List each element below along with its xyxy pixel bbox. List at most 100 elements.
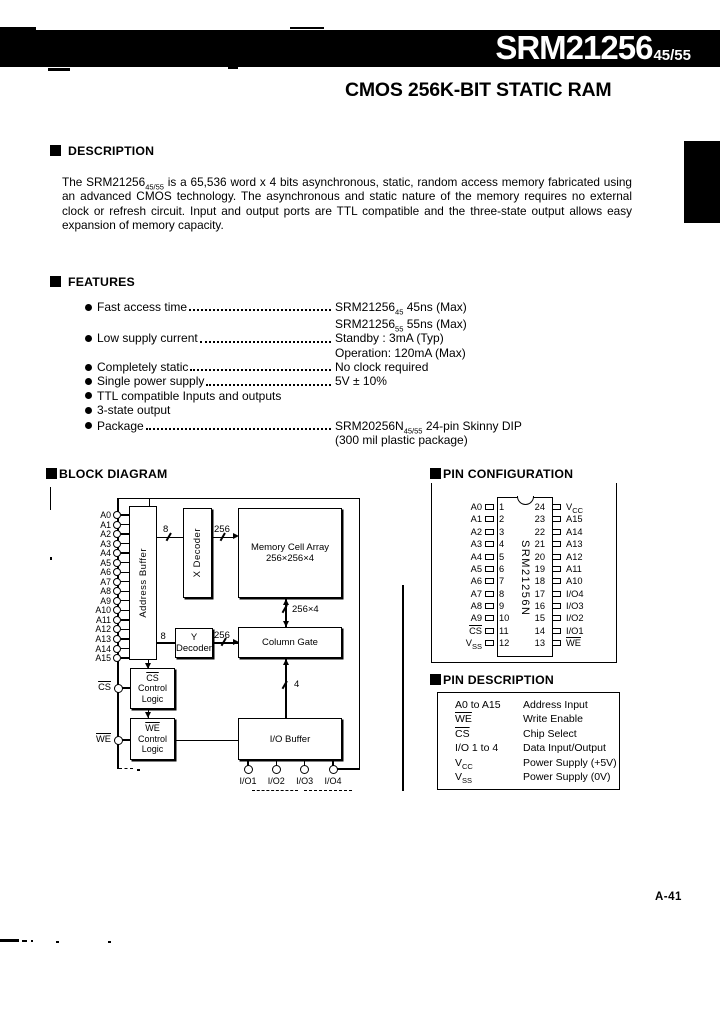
diagram-line bbox=[332, 760, 334, 766]
pin-circle-icon bbox=[113, 596, 121, 605]
pin-pad-icon bbox=[552, 627, 561, 634]
dotted-leader bbox=[206, 374, 331, 386]
cs-pin-label: CS bbox=[98, 682, 111, 692]
scan-mark bbox=[30, 940, 33, 942]
pin-pad-icon bbox=[485, 541, 494, 548]
address-pin-row: A11 bbox=[94, 615, 129, 625]
column-gate-block: Column Gate bbox=[238, 627, 342, 658]
pin-pad-icon bbox=[485, 603, 494, 609]
pin-pad-icon bbox=[552, 640, 561, 647]
pin-pad-icon bbox=[485, 627, 494, 634]
features-heading: FEATURES bbox=[50, 275, 135, 289]
description-text: The SRM2125645/55 is a 65,536 word x 4 b… bbox=[62, 175, 632, 233]
bus-line bbox=[285, 598, 287, 627]
pin-circle-icon bbox=[271, 764, 281, 774]
diagram-line bbox=[337, 768, 359, 770]
bus-line bbox=[285, 658, 287, 718]
pin-configuration-heading: PIN CONFIGURATION bbox=[430, 467, 573, 481]
dip-chip-body bbox=[497, 497, 553, 657]
scan-mark bbox=[56, 940, 59, 943]
pin-pad-icon bbox=[552, 516, 561, 523]
pin-circle-icon bbox=[113, 606, 121, 615]
features-list: Fast access time SRM2125645 45ns (Max) S… bbox=[85, 300, 638, 447]
pin-pad-icon bbox=[485, 504, 494, 510]
pin-pad-icon bbox=[552, 578, 561, 585]
description-heading: DESCRIPTION bbox=[50, 144, 154, 158]
bus-line bbox=[213, 642, 238, 644]
page-number: A-41 bbox=[655, 891, 682, 903]
feature-row: Low supply current Standby : 3mA (Typ) bbox=[85, 331, 638, 345]
address-pin-row: A10 bbox=[94, 605, 129, 615]
address-pin-row: A14 bbox=[94, 644, 129, 654]
diagram-line bbox=[175, 739, 238, 741]
pin-pad-icon bbox=[485, 615, 494, 622]
feature-row: SRM2125655 55ns (Max) bbox=[335, 316, 467, 334]
pin-circle-icon bbox=[113, 539, 121, 548]
part-number-suffix: 45/55 bbox=[653, 47, 691, 64]
pin-circle-icon bbox=[113, 530, 121, 539]
address-buffer-block: Address Buffer bbox=[129, 506, 157, 660]
scan-mark-top-left bbox=[0, 27, 36, 33]
address-pin-row: A6 bbox=[94, 567, 129, 577]
address-pin-row: A5 bbox=[94, 558, 129, 568]
pin-pad-icon bbox=[485, 516, 494, 523]
address-pin-row: A0 bbox=[94, 510, 129, 520]
pin-circle-icon bbox=[113, 625, 121, 634]
diagram-line bbox=[358, 497, 360, 770]
pin-circle-icon bbox=[113, 511, 121, 519]
diagram-line bbox=[275, 760, 277, 766]
scan-mark bbox=[290, 26, 324, 29]
pin-pad-icon bbox=[485, 590, 494, 597]
bullet-icon bbox=[85, 334, 92, 342]
address-pin-row: A8 bbox=[94, 586, 129, 596]
address-pin-row: A12 bbox=[94, 624, 129, 634]
feature-row: Single power supply 5V ± 10% bbox=[85, 374, 638, 388]
pin-circle-icon bbox=[113, 615, 121, 624]
section-marker-icon bbox=[430, 674, 441, 685]
chip-part-label: SRM21256N bbox=[519, 539, 531, 617]
section-marker-icon bbox=[46, 468, 57, 479]
pin-pad-icon bbox=[552, 553, 561, 560]
dotted-leader bbox=[199, 331, 331, 343]
bus-line bbox=[157, 536, 183, 538]
feature-row: (300 mil plastic package) bbox=[335, 433, 468, 448]
address-pin-row: A9 bbox=[94, 596, 129, 606]
pin-pad-icon bbox=[552, 565, 561, 572]
arrow-icon bbox=[282, 598, 289, 605]
we-control-logic-block: WE Control Logic bbox=[130, 718, 175, 760]
pin-pad-icon bbox=[485, 640, 494, 647]
address-pin-row: A7 bbox=[94, 577, 129, 587]
address-pin-row: A4 bbox=[94, 548, 129, 558]
dotted-leader bbox=[190, 360, 331, 372]
pin-circle-icon bbox=[113, 587, 121, 596]
scan-mark bbox=[49, 487, 51, 510]
cs-control-logic-block: CS Control Logic bbox=[130, 668, 175, 709]
address-pin-row: A2 bbox=[94, 529, 129, 539]
diagram-line bbox=[117, 497, 119, 769]
y-decoder-block: Y Decoder bbox=[175, 628, 213, 658]
dotted-leader bbox=[145, 419, 331, 431]
pin-circle-icon bbox=[113, 735, 123, 745]
bullet-icon bbox=[85, 303, 92, 311]
section-marker-icon bbox=[50, 145, 61, 156]
x-decoder-block: X Decoder bbox=[183, 508, 212, 598]
pin-pad-icon bbox=[552, 615, 561, 622]
pin-pad-icon bbox=[485, 565, 494, 572]
arrow-icon bbox=[144, 662, 151, 669]
arrow-icon bbox=[232, 638, 239, 645]
pin-circle-icon bbox=[113, 683, 123, 693]
scan-mark bbox=[304, 790, 352, 791]
bullet-icon bbox=[85, 363, 92, 371]
